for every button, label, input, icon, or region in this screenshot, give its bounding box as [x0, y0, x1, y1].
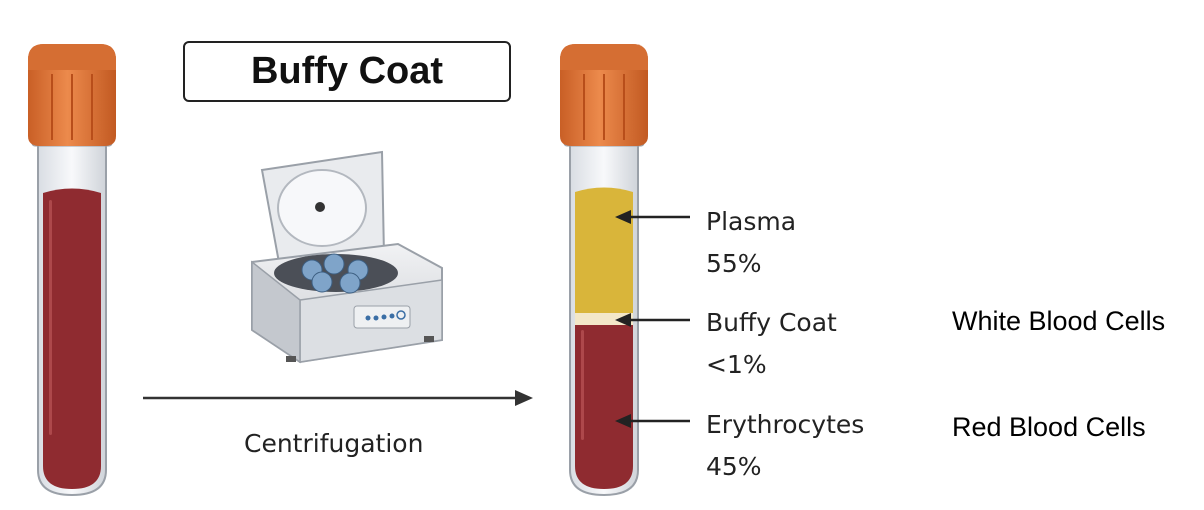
plasma-percent: 55% [706, 251, 762, 276]
separated-blood-tube [560, 44, 648, 495]
title-box: Buffy Coat [183, 41, 511, 102]
plasma-label: Plasma [706, 209, 796, 234]
white-blood-cells-label: White Blood Cells [952, 308, 1165, 335]
centrifuge-icon [252, 152, 442, 362]
erythrocytes-percent: 45% [706, 454, 762, 479]
whole-blood-tube [28, 44, 116, 495]
erythrocytes-label: Erythrocytes [706, 412, 864, 437]
buffy-coat-pointer [615, 313, 690, 327]
plasma-pointer [615, 210, 690, 224]
buffy-coat-label: Buffy Coat [706, 310, 837, 335]
arrow-right-icon [143, 390, 533, 406]
diagram-title: Buffy Coat [251, 50, 443, 93]
red-blood-cells-label: Red Blood Cells [952, 414, 1146, 441]
buffy-coat-percent: <1% [706, 352, 767, 377]
plasma-layer [575, 188, 633, 314]
erythrocytes-pointer [615, 414, 690, 428]
centrifugation-label: Centrifugation [244, 431, 423, 456]
